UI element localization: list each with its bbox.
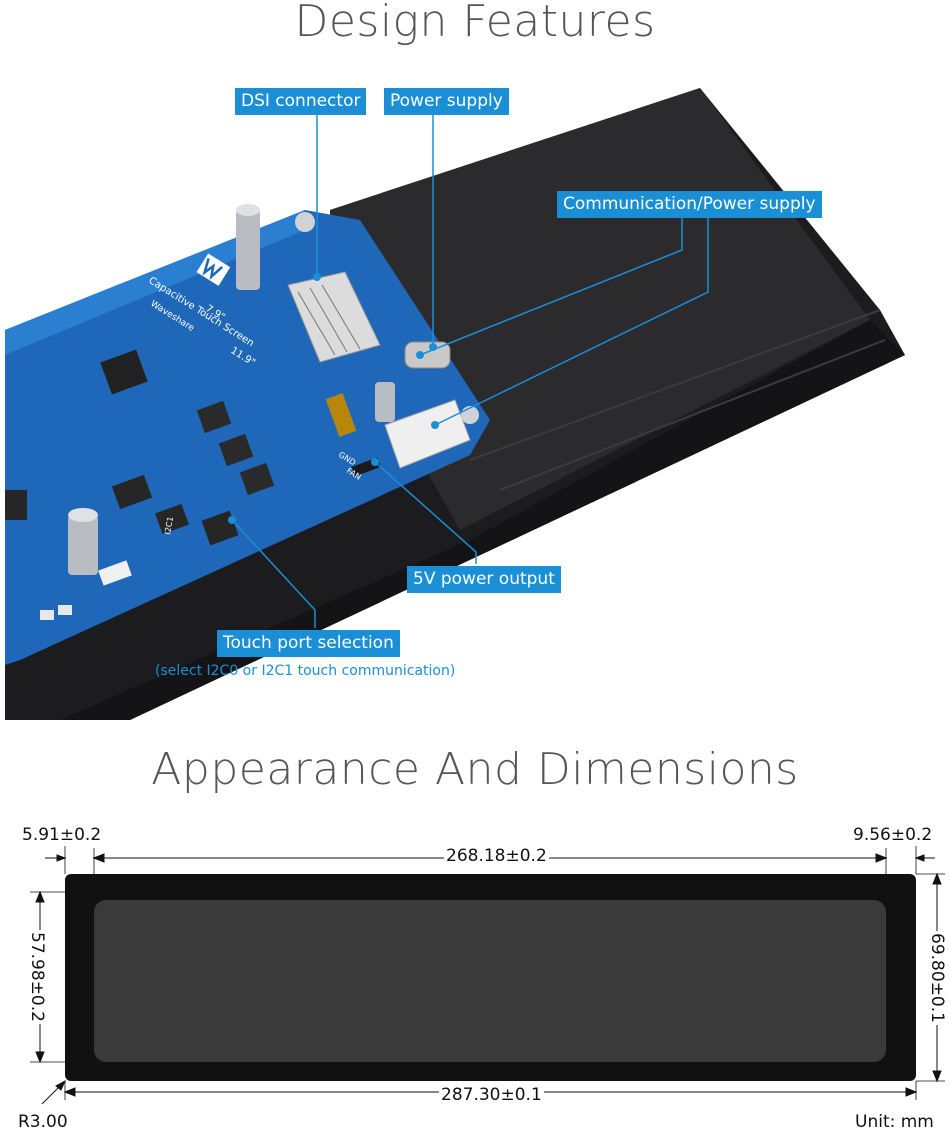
callout-touch-port: Touch port selection: [217, 630, 400, 657]
waveshare-logo: [196, 253, 231, 286]
design-features-title: Design Features: [294, 0, 656, 47]
usb-c-port: [404, 341, 451, 369]
screen-panel-edge: [60, 320, 905, 720]
callout-comm-power-supply: Communication/Power supply: [557, 191, 822, 218]
comm-power-connector: [384, 399, 471, 469]
dim-active-width: 268.18±0.2: [444, 846, 549, 866]
callout-power-supply: Power supply: [384, 88, 509, 115]
dim-right-bezel: 9.56±0.2: [853, 825, 933, 845]
dim-outer-height: 69.80±0.1: [926, 931, 947, 1025]
callout-dsi-connector: DSI connector: [235, 88, 367, 115]
unit-label: Unit: mm: [855, 1112, 934, 1132]
dim-outer-width: 287.30±0.1: [439, 1085, 544, 1105]
dim-radius: R3.00: [18, 1112, 68, 1132]
dimension-drawing: [30, 846, 945, 1105]
gold-pins: [325, 393, 357, 437]
active-area: [94, 900, 886, 1062]
dsi-connector-part: [287, 271, 381, 363]
chip-1: [100, 349, 148, 395]
callout-5v-output: 5V power output: [407, 566, 561, 593]
board-i2c-text: I2C1: [163, 516, 175, 535]
dim-left-bezel: 5.91±0.2: [22, 825, 102, 845]
product-photo-illustration: Waveshare Capacitive Touch Screen 7.9" 1…: [5, 88, 905, 720]
touch-port-note: (select I2C0 or I2C1 touch communication…: [155, 663, 456, 679]
standoff-2: [68, 515, 98, 575]
dim-active-height: 57.98±0.2: [26, 930, 47, 1024]
standoff-1: [236, 210, 260, 290]
appearance-dimensions-title: Appearance And Dimensions: [151, 744, 799, 795]
leader-lines: [231, 115, 709, 628]
standoff-3: [375, 382, 395, 422]
